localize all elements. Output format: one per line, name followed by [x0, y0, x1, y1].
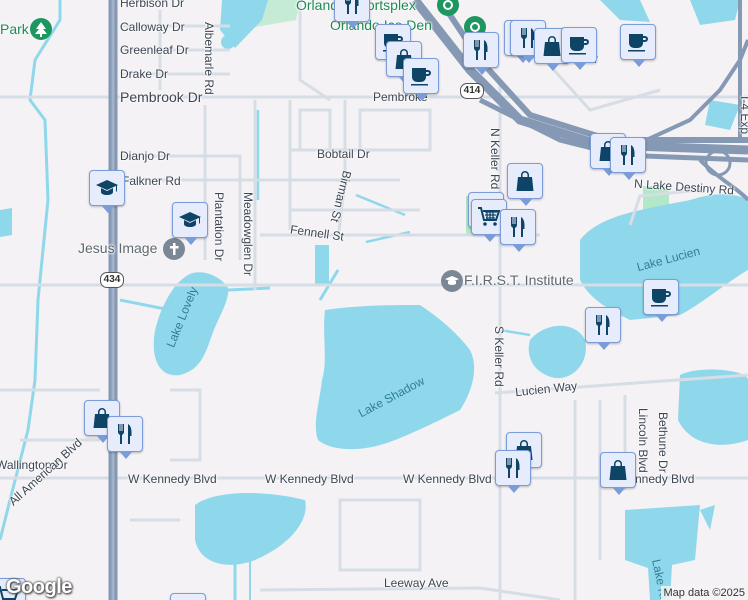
map-marker-restaurant[interactable] — [463, 32, 499, 75]
shopping-bag-icon — [93, 408, 111, 428]
shopping-bag-icon — [543, 36, 561, 56]
map-marker-restaurant[interactable] — [500, 209, 536, 252]
coffee-cup-icon — [651, 289, 671, 307]
street-label-drake-dr: Drake Dr — [120, 67, 169, 81]
street-label-calloway-dr: Calloway Dr — [120, 20, 185, 34]
street-label-bethune-dr: Bethune Dr — [656, 412, 670, 473]
fork-knife-icon — [596, 315, 610, 335]
street-label-lincoln-blvd: Lincoln Blvd — [636, 408, 650, 473]
sports-pin-icon[interactable] — [437, 0, 459, 16]
map-marker-restaurant[interactable] — [334, 0, 370, 29]
street-label-dianjo-dr: Dianjo Dr — [120, 149, 171, 163]
street-label-pembrook-dr: Pembrook Dr — [120, 89, 203, 105]
street-label-i4-exp: I-4 Exp — [738, 96, 748, 135]
map-marker-restaurant[interactable] — [585, 307, 621, 350]
street-label-wallington-dr: Wallington Dr — [0, 458, 68, 472]
coffee-cup-icon — [411, 68, 431, 86]
fork-knife-icon — [118, 424, 132, 444]
poi-label-park[interactable]: Park — [0, 21, 29, 37]
map-marker-coffee[interactable] — [620, 24, 656, 67]
google-logo[interactable]: Google — [6, 576, 72, 598]
shopping-bag-icon — [516, 171, 534, 191]
poi-label-first-institute[interactable]: F.I.R.S.T. Institute — [464, 272, 574, 288]
map-marker-shopping[interactable] — [170, 593, 206, 600]
map-marker-shopping[interactable] — [507, 163, 543, 206]
street-label-herbison-dr: Herbison Dr — [120, 0, 185, 10]
coffee-cup-icon — [569, 37, 589, 55]
street-label-meadowglen-dr: Meadowglen Dr — [241, 192, 255, 277]
street-label-w-kennedy-blvd-2: W Kennedy Blvd — [265, 472, 354, 486]
map-marker-restaurant[interactable] — [495, 450, 531, 493]
fork-knife-icon — [506, 458, 520, 478]
shopping-bag-icon — [609, 460, 627, 480]
map-marker-shopping[interactable] — [600, 452, 636, 495]
fork-knife-icon — [521, 28, 535, 48]
map-marker-grocery[interactable] — [0, 578, 26, 600]
street-label-kennedy-blvd-east: nnedy Blvd — [635, 472, 695, 486]
fork-knife-icon — [621, 145, 635, 165]
street-label-w-kennedy-blvd-1: W Kennedy Blvd — [128, 472, 217, 486]
street-label-n-keller-rd: N Keller Rd — [488, 128, 502, 190]
street-label-bobtail-dr: Bobtail Dr — [317, 147, 370, 161]
map-marker-coffee[interactable] — [561, 27, 597, 70]
graduation-cap-icon — [96, 180, 118, 195]
street-label-s-keller-rd: S Keller Rd — [492, 326, 506, 387]
map-marker-education[interactable] — [89, 170, 125, 213]
route-shield-414: 414 — [460, 83, 484, 99]
church-cross-icon[interactable] — [163, 238, 185, 260]
coffee-cup-icon — [628, 34, 648, 52]
graduation-cap-icon — [179, 212, 201, 227]
route-shield-434: 434 — [100, 272, 124, 288]
map-marker-restaurant[interactable] — [107, 416, 143, 459]
street-label-greenleaf-dr: Greenleaf Dr — [120, 43, 189, 57]
street-label-w-kennedy-blvd-3: W Kennedy Blvd — [403, 472, 492, 486]
map-attribution[interactable]: Map data ©2025 — [660, 586, 748, 600]
fork-knife-icon — [345, 0, 359, 14]
map-marker-coffee[interactable] — [643, 279, 679, 322]
street-label-leeway-ave: Leeway Ave — [384, 576, 449, 590]
fork-knife-icon — [511, 217, 525, 237]
shopping-cart-icon — [0, 586, 20, 600]
tree-icon[interactable] — [30, 18, 52, 40]
map-marker-restaurant[interactable] — [610, 137, 646, 180]
street-label-falkner-rd: Falkner Rd — [122, 174, 181, 188]
poi-label-jesus-image[interactable]: Jesus Image — [78, 240, 158, 256]
map-marker-coffee[interactable] — [403, 58, 439, 101]
street-label-plantation-dr: Plantation Dr — [212, 192, 226, 262]
map-marker-education[interactable] — [172, 202, 208, 245]
street-label-albemarle-rd: Albemarle Rd — [202, 22, 216, 95]
shopping-cart-icon — [478, 207, 501, 226]
school-pin-icon[interactable] — [441, 270, 463, 292]
fork-knife-icon — [474, 40, 488, 60]
